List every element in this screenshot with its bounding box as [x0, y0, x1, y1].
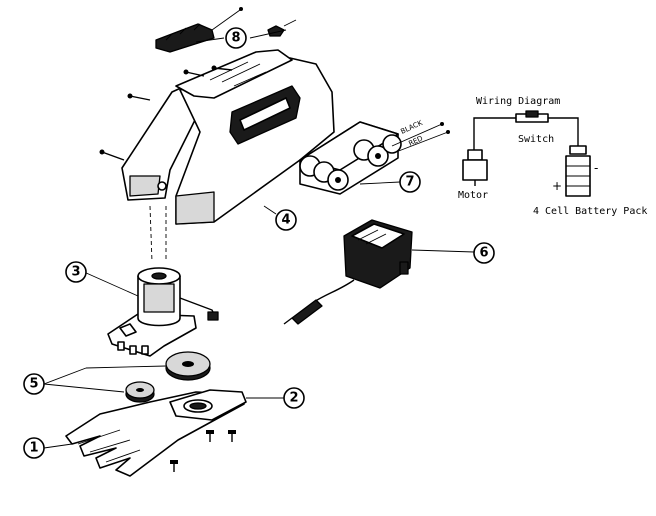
- motor-symbol: [462, 149, 488, 186]
- callout-label: 8: [231, 31, 240, 46]
- battery-minus-sign: -: [594, 161, 598, 175]
- callout-6: 6: [473, 242, 495, 264]
- callout-label: 1: [29, 441, 38, 456]
- leader-lines: [43, 29, 475, 449]
- callout-8: 8: [225, 27, 247, 49]
- callout-7: 7: [399, 171, 421, 193]
- callout-label: 6: [479, 246, 488, 261]
- callout-label: 4: [281, 213, 290, 228]
- callout-4: 4: [275, 209, 297, 231]
- callout-2: 2: [283, 387, 305, 409]
- red-wire-label: RED: [407, 134, 424, 147]
- housing-part: [99, 49, 335, 263]
- motor-label: Motor: [458, 190, 488, 201]
- battery-pack-symbol: [565, 145, 591, 197]
- callout-1: 1: [23, 437, 45, 459]
- callout-label: 2: [289, 391, 298, 406]
- callout-label: 5: [29, 377, 38, 392]
- battery-plus-sign: +: [552, 179, 562, 193]
- switch-label: Switch: [518, 134, 554, 145]
- callout-label: 3: [71, 265, 80, 280]
- charger-part: [283, 219, 413, 325]
- callout-label: 7: [405, 175, 414, 190]
- wiring-diagram-title: Wiring Diagram: [476, 96, 560, 107]
- motor-part: [107, 267, 219, 357]
- callout-5: 5: [23, 373, 45, 395]
- switch-button-part: [155, 7, 297, 53]
- wiring-diagram: Wiring Diagram Switch Motor - + 4 Cell B…: [458, 96, 647, 217]
- blade-part: [65, 389, 247, 477]
- gears-part: [125, 351, 211, 403]
- switch-symbol: [515, 110, 549, 123]
- battery-pack-part: BLACK RED: [299, 119, 450, 195]
- battery-label: 4 Cell Battery Pack: [533, 206, 647, 217]
- callout-3: 3: [65, 261, 87, 283]
